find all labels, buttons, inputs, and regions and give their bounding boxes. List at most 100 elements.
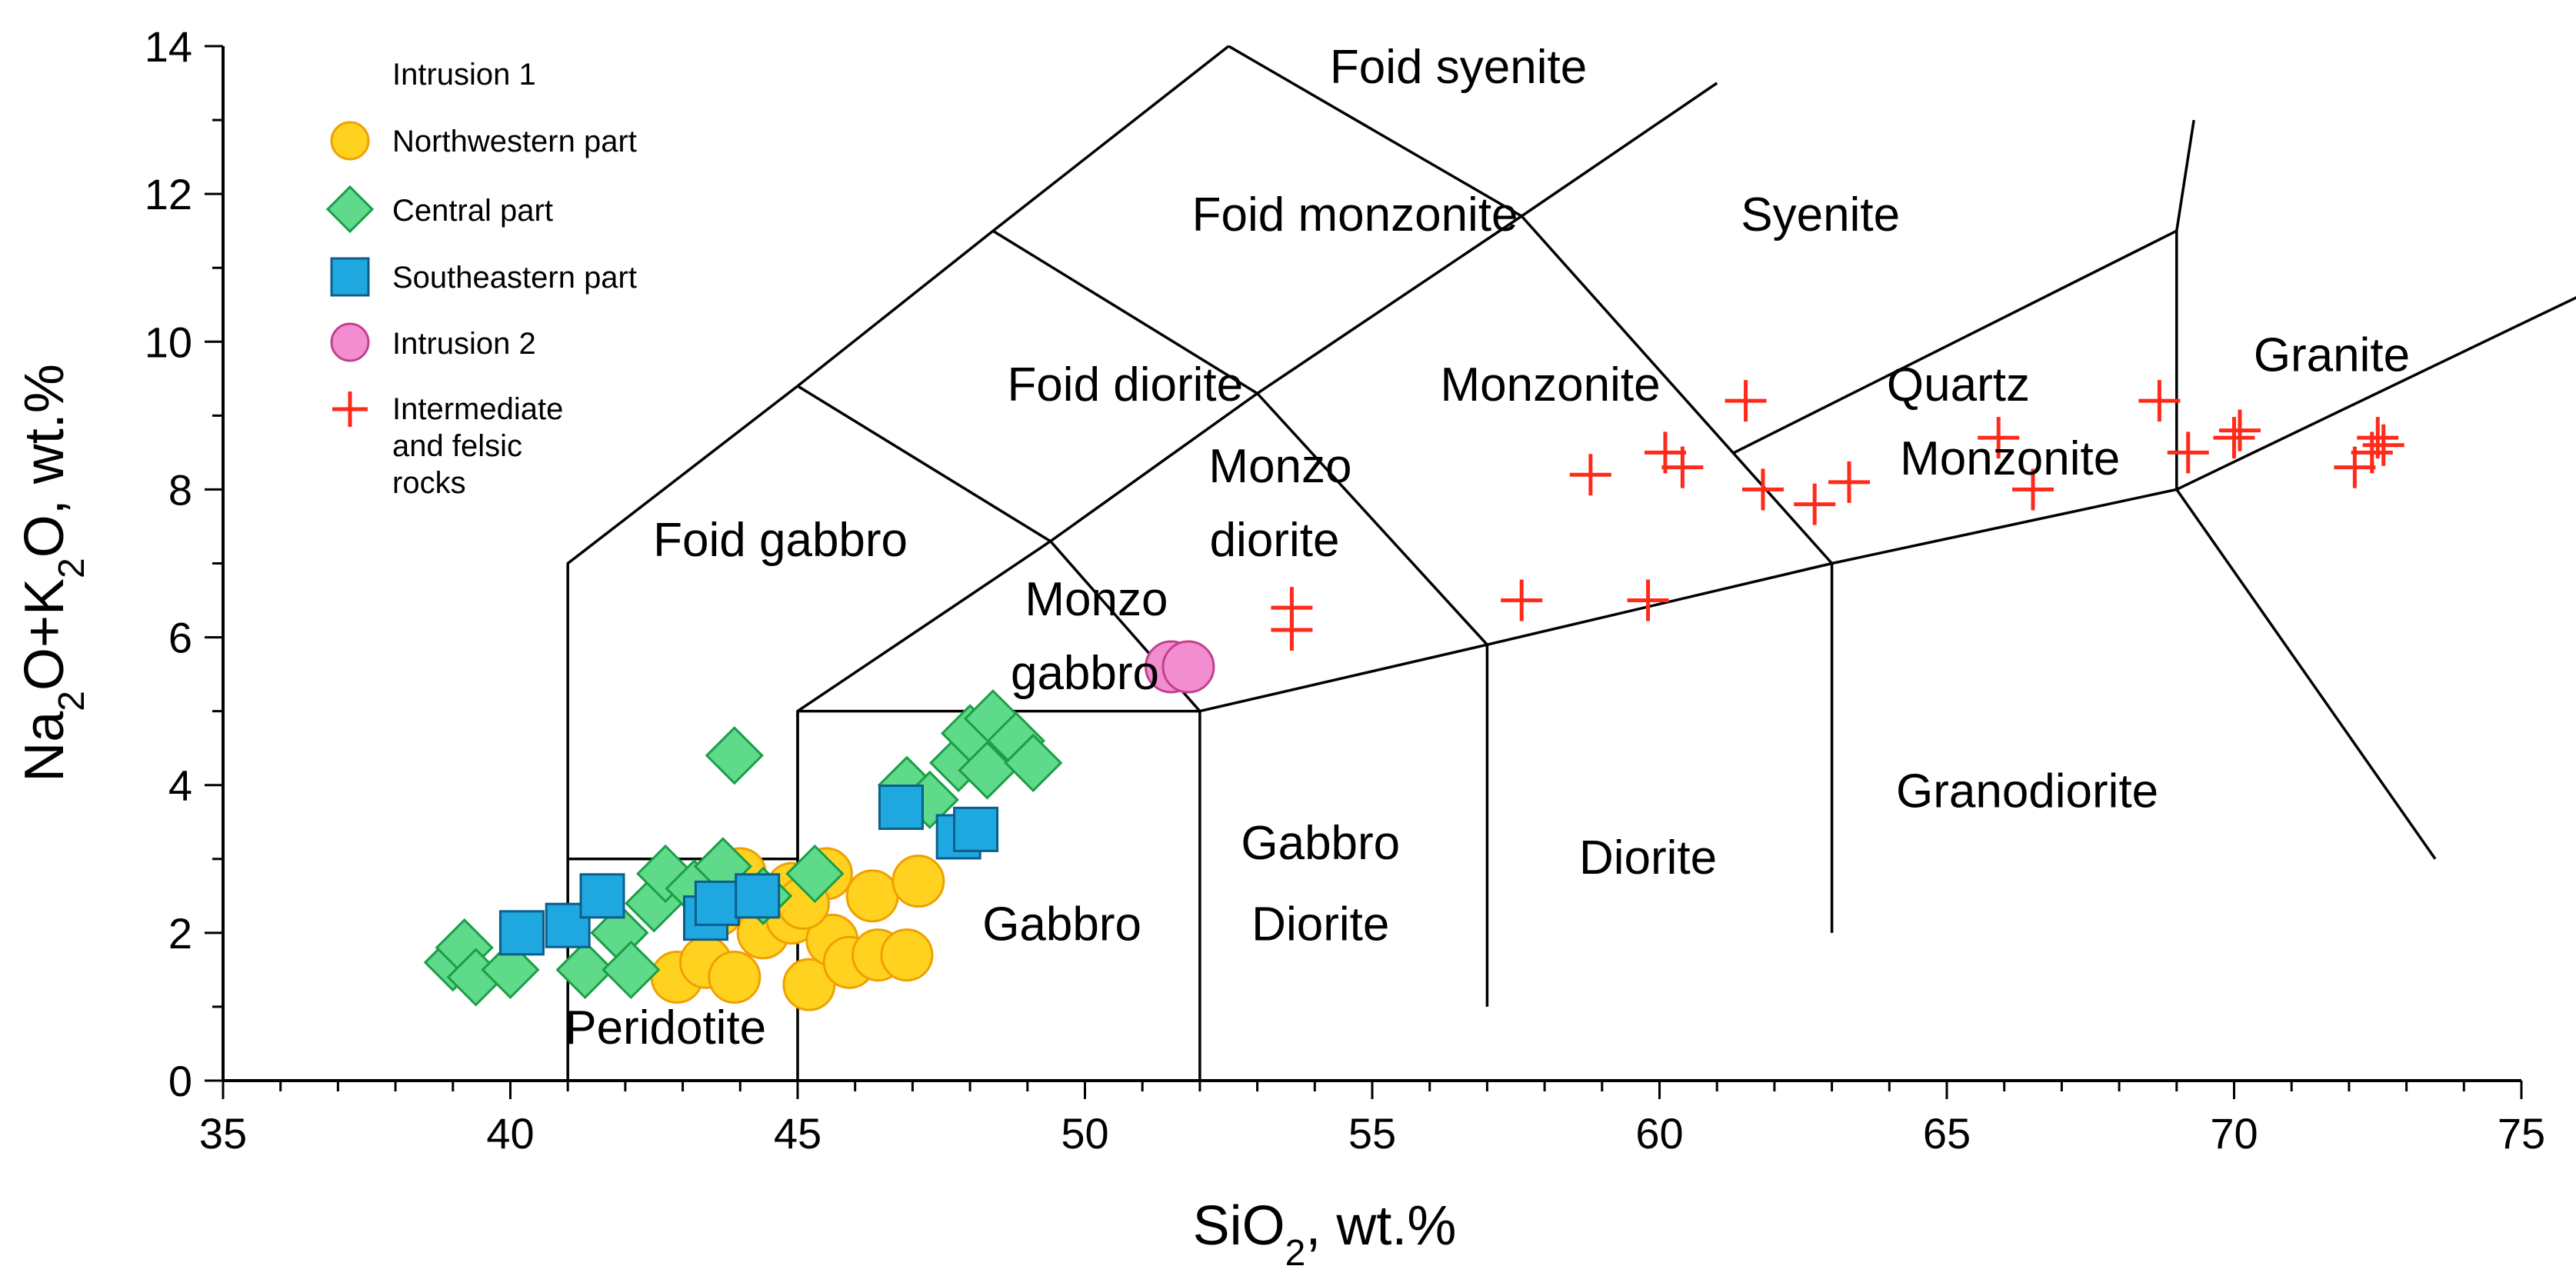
field-boundary	[1733, 229, 2178, 454]
point-intrusion2	[1161, 640, 1215, 694]
field-label: Diorite	[1579, 831, 1717, 885]
point-intermediate-felsic	[2138, 380, 2181, 422]
field-boundary	[2175, 488, 2437, 860]
field-boundary	[1198, 296, 2576, 1081]
point-southeastern	[878, 785, 924, 831]
x-tick-label: 60	[1635, 1109, 1683, 1158]
field-label: Monzo	[1025, 573, 1168, 626]
field-label: Granodiorite	[1896, 765, 2158, 818]
point-southeastern	[953, 806, 999, 852]
legend-marker-northwestern	[330, 121, 370, 161]
point-intermediate-felsic	[2218, 409, 2261, 451]
legend-marker-crosses	[332, 391, 368, 427]
point-central	[481, 940, 540, 1000]
y-tick-label: 2	[168, 909, 192, 958]
y-tick-label: 14	[145, 22, 192, 71]
point-southeastern	[579, 873, 625, 919]
y-tick-label: 6	[168, 614, 192, 662]
field-label: diorite	[1210, 514, 1340, 567]
point-central	[958, 741, 1017, 800]
field-label: Monzonite	[1900, 432, 2120, 485]
field-label: Quartz	[1887, 358, 2030, 411]
field-label: Diorite	[1251, 898, 1389, 951]
field-boundary	[1520, 215, 1833, 565]
legend-group-label: Intrusion 1	[392, 58, 536, 92]
point-northwestern	[782, 958, 836, 1011]
field-label: Gabbro	[1241, 817, 1400, 870]
legend-marker-central	[325, 185, 375, 234]
x-tick-label: 55	[1348, 1109, 1396, 1158]
point-intermediate-felsic	[2357, 417, 2399, 459]
y-tick-label: 10	[145, 318, 192, 366]
field-boundary	[1256, 392, 1488, 646]
point-northwestern	[880, 928, 934, 982]
point-intermediate-felsic	[2167, 431, 2209, 474]
point-intermediate-felsic	[1271, 587, 1313, 629]
point-intermediate-felsic	[1501, 579, 1543, 621]
legend-label-northwestern: Northwestern part	[392, 125, 637, 158]
field-label: Monzonite	[1441, 358, 1661, 411]
point-intermediate-felsic	[2012, 468, 2054, 511]
y-tick-label: 12	[145, 170, 192, 218]
field-boundary	[566, 45, 1230, 859]
x-tick-label: 45	[774, 1109, 821, 1158]
field-boundary	[1228, 45, 1523, 218]
point-intermediate-felsic	[1627, 579, 1669, 621]
x-tick-label: 75	[2498, 1109, 2545, 1158]
y-tick-label: 8	[168, 465, 192, 514]
field-label: Foid monzonite	[1192, 188, 1518, 242]
legend: Intrusion 1 Northwestern part Central pa…	[325, 58, 637, 500]
data-points	[423, 380, 2404, 1011]
field-label: Foid diorite	[1007, 358, 1243, 411]
point-central	[602, 940, 661, 1000]
field-label: Foid syenite	[1330, 41, 1587, 94]
field-boundary	[2175, 119, 2195, 490]
point-northwestern	[708, 951, 761, 1004]
point-southeastern	[694, 880, 740, 926]
point-northwestern	[845, 869, 899, 923]
point-intermediate-felsic	[1741, 468, 1784, 511]
legend-label-central: Central part	[392, 194, 553, 228]
field-label: Gabbro	[982, 898, 1141, 951]
field-label: Peridotite	[565, 1001, 766, 1054]
point-central	[785, 844, 845, 904]
legend-label-intrusion2: Intrusion 2	[392, 327, 536, 361]
point-intermediate-felsic	[2213, 417, 2255, 459]
field-boundary	[797, 385, 1051, 543]
axes: 35 40 45 50 55 60 65 70 75 0 2 4 6 8 10 12 14	[145, 22, 2545, 1158]
x-tick-label: 65	[1923, 1109, 1971, 1158]
point-intermediate-felsic	[1725, 380, 1767, 422]
field-label: Granite	[2254, 329, 2410, 382]
point-intermediate-felsic	[1828, 461, 1871, 503]
x-tick-label: 35	[199, 1109, 247, 1158]
field-label: Foid gabbro	[653, 514, 908, 567]
point-northwestern	[891, 855, 945, 908]
point-central	[705, 726, 764, 785]
x-tick-label: 50	[1061, 1109, 1108, 1158]
field-boundary	[992, 229, 1258, 395]
legend-label-southeastern: Southeastern part	[392, 261, 637, 295]
legend-label-crosses: Intermediate and felsic rocks	[392, 392, 572, 500]
point-intermediate-felsic	[1978, 417, 2020, 459]
point-southeastern	[498, 910, 545, 956]
field-label: gabbro	[1011, 647, 1159, 700]
point-central	[555, 940, 615, 1000]
x-axis-title: SiO2, wt.%	[1193, 1195, 1457, 1274]
point-intermediate-felsic	[1661, 446, 1704, 488]
point-intermediate-felsic	[2362, 424, 2404, 466]
field-label: Monzo	[1208, 440, 1351, 493]
y-tick-label: 4	[168, 761, 192, 810]
field-label: Syenite	[1741, 188, 1900, 242]
x-tick-label: 40	[486, 1109, 534, 1158]
y-axis-title: Na2O+K2O, wt.%	[14, 364, 92, 782]
point-southeastern	[735, 873, 781, 919]
point-central	[1004, 733, 1063, 793]
point-intermediate-felsic	[1794, 483, 1836, 525]
point-intermediate-felsic	[1569, 454, 1611, 496]
legend-marker-southeastern	[330, 257, 370, 297]
legend-marker-intrusion2	[330, 322, 370, 362]
y-tick-label: 0	[168, 1057, 192, 1105]
x-tick-label: 70	[2210, 1109, 2258, 1158]
